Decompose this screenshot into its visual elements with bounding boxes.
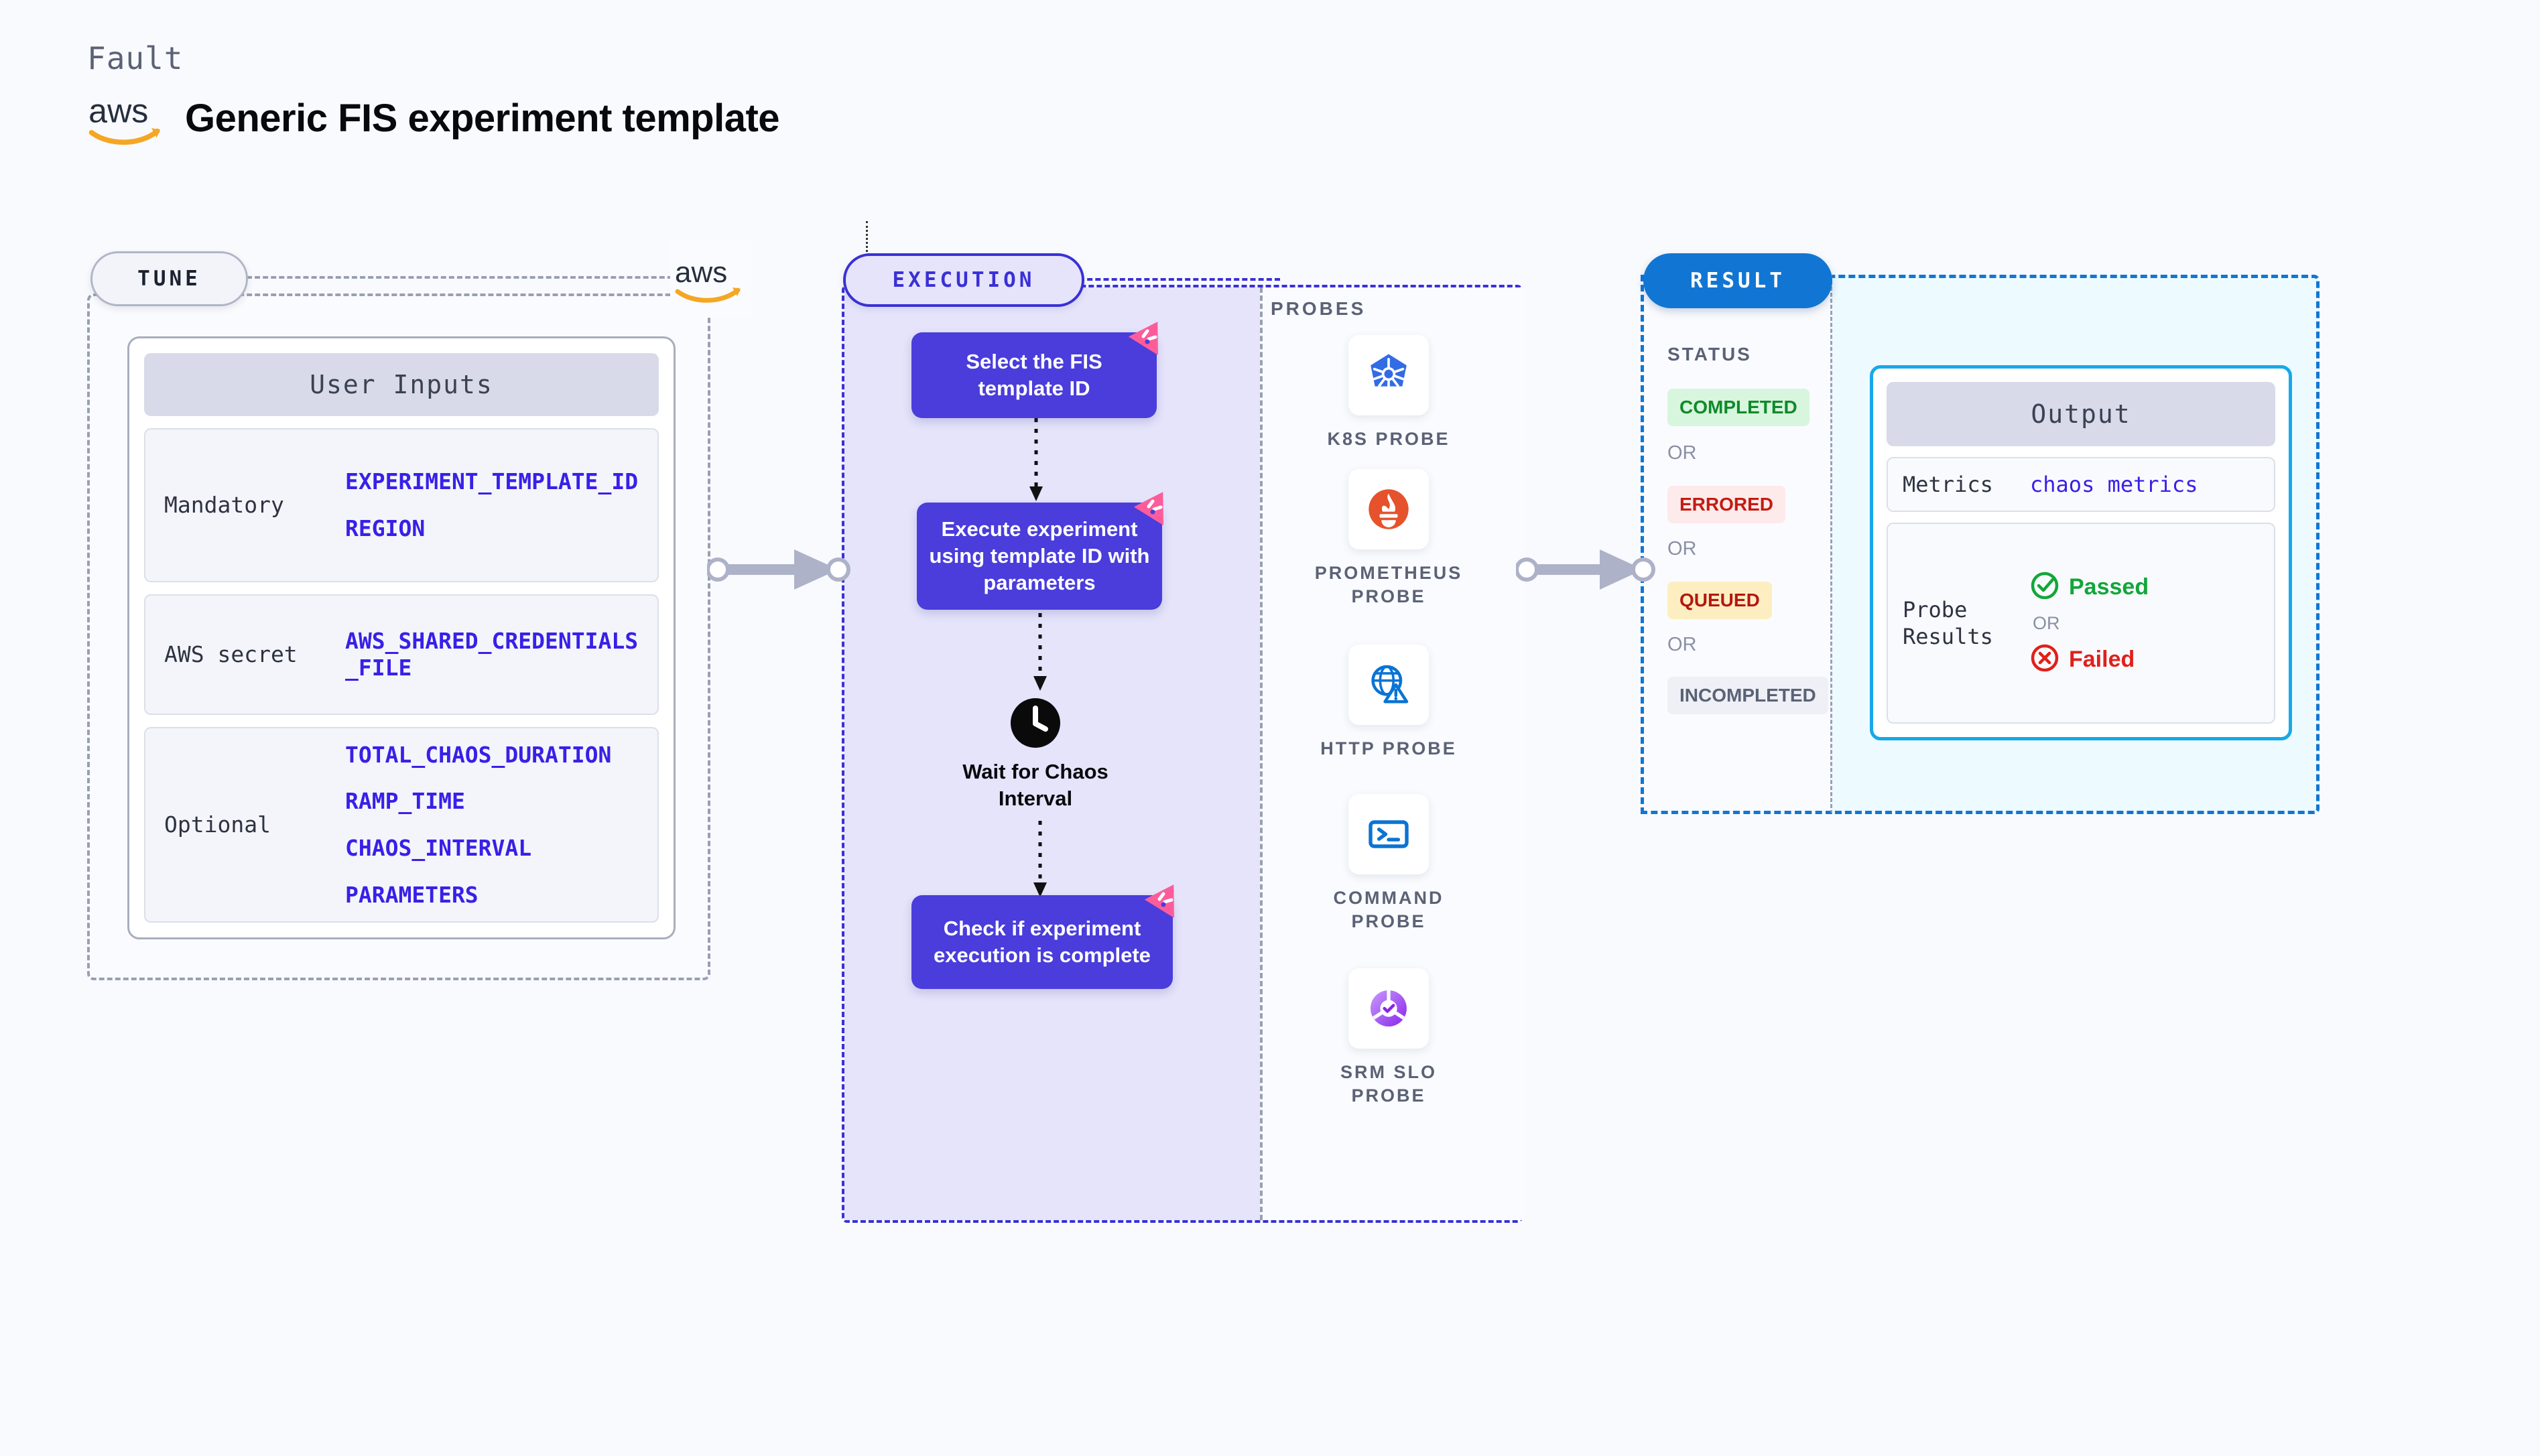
clock-icon — [1009, 697, 1062, 749]
tune-dashed-connector — [247, 276, 689, 279]
failed-label: Failed — [2069, 646, 2135, 672]
execution-stage-pill[interactable]: EXECUTION — [843, 253, 1084, 307]
user-inputs-card: User Inputs Mandatory EXPERIMENT_TEMPLAT… — [127, 336, 676, 939]
passed-label: Passed — [2069, 574, 2149, 600]
step-label: Select the FIS template ID — [966, 350, 1102, 400]
probes-divider — [1260, 287, 1263, 1220]
variable-total-chaos-duration: TOTAL_CHAOS_DURATION — [345, 741, 612, 768]
output-row-metrics: Metrics chaos metrics — [1887, 457, 2275, 512]
probe-result-passed: Passed — [2030, 571, 2149, 604]
metrics-value: chaos metrics — [2030, 472, 2198, 497]
probe-result-failed: Failed — [2030, 643, 2149, 676]
tune-stage-pill[interactable]: TUNE — [90, 251, 248, 306]
output-row-probe-results: Probe Results Passed OR — [1887, 523, 2275, 724]
probe-label: HTTP PROBE — [1320, 738, 1457, 758]
wait-for-chaos-interval-node: Wait for Chaos Interval — [932, 697, 1139, 813]
aws-logo: aws — [87, 88, 168, 147]
input-group-aws-secret: AWS secret AWS_SHARED_CREDENTIALS _FILE — [144, 594, 659, 715]
status-badge-completed: COMPLETED — [1667, 389, 1809, 426]
x-circle-icon — [2030, 643, 2059, 676]
user-inputs-header: User Inputs — [144, 353, 659, 416]
http-globe-warning-icon — [1348, 645, 1429, 725]
pink-flag-badge-icon — [1127, 316, 1169, 358]
result-status-column — [1641, 275, 1832, 814]
status-badge-errored: ERRORED — [1667, 486, 1786, 523]
tune-pill-label: TUNE — [137, 267, 201, 291]
status-badge-incompleted: INCOMPLETED — [1667, 677, 1828, 714]
svg-text:aws: aws — [88, 92, 148, 130]
status-section-label: STATUS — [1667, 344, 1752, 365]
status-or-1: OR — [1667, 442, 1697, 464]
page-header: Fault aws Generic FIS experiment templat… — [87, 40, 780, 147]
probe-result-or: OR — [2033, 612, 2060, 633]
probe-k8s[interactable]: K8S PROBE — [1305, 335, 1472, 451]
probe-http[interactable]: HTTP PROBE — [1305, 645, 1472, 760]
tune-panel: User Inputs Mandatory EXPERIMENT_TEMPLAT… — [87, 293, 710, 980]
pink-flag-badge-icon — [1133, 486, 1174, 528]
probe-command[interactable]: COMMAND PROBE — [1305, 794, 1472, 933]
probes-section-title: PROBES — [1271, 298, 1367, 319]
variable-chaos-interval: CHAOS_INTERVAL — [345, 835, 532, 861]
variable-experiment-template-id: EXPERIMENT_TEMPLATE_ID — [345, 468, 639, 495]
page-title: Generic FIS experiment template — [185, 96, 780, 140]
input-group-label: Mandatory — [164, 492, 284, 519]
execution-fill — [844, 287, 1260, 1220]
aws-logo-badge-icon: aws — [674, 251, 747, 305]
fault-kicker: Fault — [87, 40, 184, 76]
probe-results-label: Probe Results — [1903, 597, 1993, 649]
probe-srm-slo[interactable]: SRM SLO PROBE — [1305, 968, 1472, 1108]
variable-ramp-time: RAMP_TIME — [345, 788, 465, 815]
execution-container — [842, 285, 1525, 1223]
result-pill-label: RESULT — [1690, 269, 1785, 293]
kubernetes-icon — [1348, 335, 1429, 415]
probes-fill — [1260, 287, 1525, 1220]
execution-dashed-connector — [1079, 278, 1280, 281]
svg-text:aws: aws — [675, 256, 727, 289]
prometheus-icon — [1348, 469, 1429, 549]
probe-label: K8S PROBE — [1327, 429, 1450, 449]
execution-pill-label: EXECUTION — [892, 268, 1035, 292]
step-label: Check if experiment execution is complet… — [934, 917, 1151, 967]
step-execute-experiment[interactable]: Execute experiment using template ID wit… — [917, 492, 1163, 610]
variable-aws-shared-credentials-file: AWS_SHARED_CREDENTIALS _FILE — [345, 628, 639, 681]
srm-slo-icon — [1348, 968, 1429, 1049]
arrow-tune-to-execution — [706, 536, 854, 606]
arrow-wait-to-check — [1027, 821, 1054, 903]
output-header: Output — [1887, 382, 2275, 446]
aws-badge: aws — [670, 239, 751, 318]
probe-label: PROMETHEUS PROBE — [1314, 563, 1463, 607]
step-select-fis-template[interactable]: Select the FIS template ID — [911, 322, 1158, 418]
result-stage-pill[interactable]: RESULT — [1643, 253, 1832, 308]
status-or-3: OR — [1667, 634, 1697, 655]
terminal-icon — [1348, 794, 1429, 874]
output-card: Output Metrics chaos metrics Probe Resul… — [1870, 365, 2292, 740]
step-label: Execute experiment using template ID wit… — [929, 517, 1150, 594]
wait-node-label: Wait for Chaos Interval — [962, 760, 1108, 811]
probe-prometheus[interactable]: PROMETHEUS PROBE — [1305, 469, 1472, 608]
variable-parameters: PARAMETERS — [345, 881, 479, 908]
pink-flag-badge-icon — [1143, 879, 1185, 921]
input-group-label: Optional — [164, 811, 271, 838]
probe-label: COMMAND PROBE — [1333, 888, 1444, 932]
arrow-step2-to-wait — [1027, 613, 1054, 697]
execution-top-tick — [866, 221, 868, 260]
status-badge-queued: QUEUED — [1667, 582, 1772, 619]
probe-label: SRM SLO PROBE — [1340, 1062, 1437, 1106]
metrics-label: Metrics — [1903, 472, 1993, 497]
check-circle-icon — [2030, 571, 2059, 604]
input-group-mandatory: Mandatory EXPERIMENT_TEMPLATE_ID REGION — [144, 428, 659, 582]
input-group-optional: Optional TOTAL_CHAOS_DURATION RAMP_TIME … — [144, 727, 659, 923]
step-check-experiment-complete[interactable]: Check if experiment execution is complet… — [911, 884, 1174, 989]
arrow-step1-to-step2 — [1023, 418, 1050, 507]
input-group-label: AWS secret — [164, 641, 298, 668]
status-or-2: OR — [1667, 538, 1697, 559]
arrow-execution-to-result — [1515, 536, 1657, 606]
variable-region: REGION — [345, 515, 426, 541]
